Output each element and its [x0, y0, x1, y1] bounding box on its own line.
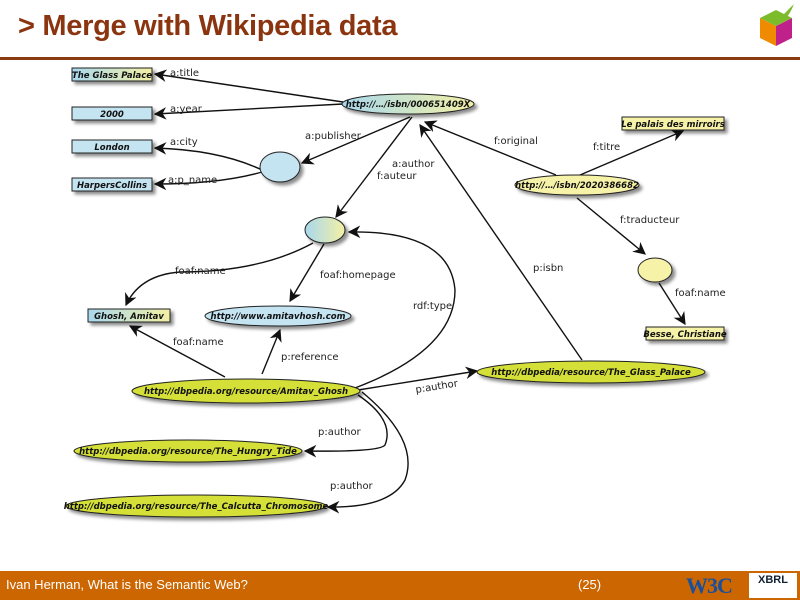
edge-label: a:publisher [305, 131, 362, 142]
literal-london: London [71, 139, 153, 154]
edge-label: f:titre [593, 142, 620, 153]
edge-title [153, 69, 344, 103]
edge-titre [579, 129, 685, 176]
edge-foaf-name-2 [128, 325, 226, 378]
edge-label: a:city [170, 137, 198, 148]
footer-author-title: Ivan Herman, What is the Semantic Web? [6, 577, 248, 592]
svg-text:Besse, Christiane: Besse, Christiane [643, 330, 727, 340]
resource-homepage: http://www.amitavhosh.com [204, 305, 352, 327]
svg-text:Le palais des mirroirs: Le palais des mirroirs [621, 120, 725, 130]
svg-text:HarpersCollins: HarpersCollins [77, 181, 147, 191]
edge-label: a:p_name [168, 175, 217, 186]
edge-label: f:auteur [377, 171, 417, 182]
svg-text:http://dbpedia/resource/The_Gl: http://dbpedia/resource/The_Glass_Palace [491, 368, 691, 378]
xbrl-logo: XBRL [749, 573, 797, 598]
svg-text:http://…/isbn/2020386682: http://…/isbn/2020386682 [515, 181, 639, 191]
literal-year: 2000 [71, 106, 153, 121]
edge-labels: a:title a:year a:city a:p_name a:publish… [168, 68, 726, 492]
svg-text:2000: 2000 [100, 110, 124, 120]
blank-node-translator [637, 257, 673, 283]
resource-isbn-fr: http://…/isbn/2020386682 [514, 174, 640, 196]
title-divider [0, 57, 800, 60]
edge-p-author-1 [357, 366, 479, 391]
edge-label: p:author [415, 378, 460, 396]
resource-dbpedia-glass-palace: http://dbpedia/resource/The_Glass_Palace [476, 360, 706, 384]
svg-text:The Glass Palace: The Glass Palace [72, 71, 152, 81]
edge-isbn [419, 123, 583, 361]
literal-besse: Besse, Christiane [643, 326, 727, 341]
edge-reference [261, 328, 282, 375]
edge-p-author-3 [326, 391, 409, 514]
page-number: (25) [578, 577, 602, 592]
edge-label: p:reference [281, 352, 338, 363]
blank-node-author [304, 216, 346, 244]
edge-foaf-name-1 [125, 242, 314, 307]
edge-label: a:year [170, 104, 203, 115]
edge-author [335, 116, 413, 219]
edge-label: p:author [318, 427, 362, 438]
rdf-graph-diagram: a:title a:year a:city a:p_name a:publish… [64, 67, 727, 518]
edge-city [153, 142, 263, 171]
edge-label: f:traducteur [620, 215, 680, 226]
resource-dbpedia-ghosh: http://dbpedia.org/resource/Amitav_Ghosh [131, 378, 361, 404]
literal-glass-palace: The Glass Palace [71, 67, 153, 82]
edge-label: foaf:name [675, 288, 726, 299]
edge-label: f:original [494, 136, 538, 147]
edge-year [153, 103, 344, 120]
svg-text:http://dbpedia.org/resource/Th: http://dbpedia.org/resource/The_Calcutta… [64, 502, 329, 512]
literal-harpers: HarpersCollins [71, 177, 153, 192]
svg-text:Ghosh, Amitav: Ghosh, Amitav [94, 312, 164, 322]
svg-text:http://dbpedia.org/resource/Th: http://dbpedia.org/resource/The_Hungry_T… [79, 447, 297, 457]
resource-dbpedia-hungry-tide: http://dbpedia.org/resource/The_Hungry_T… [73, 439, 303, 463]
literal-palais: Le palais des mirroirs [621, 116, 725, 131]
edge-label: foaf:name [175, 266, 226, 277]
edge-foaf-name-fr [658, 282, 686, 326]
edge-original [423, 120, 557, 176]
edge-rdf-type [347, 225, 456, 389]
edges [125, 69, 686, 514]
slide-footer: Ivan Herman, What is the Semantic Web? (… [0, 571, 800, 600]
resource-isbn-en: http://…/isbn/000651409X [341, 93, 475, 115]
slide-title: > Merge with Wikipedia data [18, 10, 398, 42]
edge-label: p:author [330, 481, 374, 492]
svg-text:http://dbpedia.org/resource/Am: http://dbpedia.org/resource/Amitav_Ghosh [144, 387, 348, 397]
svg-text:http://www.amitavhosh.com: http://www.amitavhosh.com [211, 312, 346, 322]
w3c-logo: W3C [686, 573, 733, 598]
edge-traducteur [576, 197, 646, 255]
edge-publisher [300, 116, 411, 165]
edge-p-name [153, 171, 263, 191]
literal-ghosh: Ghosh, Amitav [87, 308, 171, 323]
edge-label: p:isbn [533, 263, 563, 274]
svg-text:London: London [94, 143, 129, 153]
resource-dbpedia-calcutta: http://dbpedia.org/resource/The_Calcutta… [64, 494, 329, 518]
edge-p-author-2 [303, 394, 388, 458]
edge-label: a:title [170, 68, 199, 79]
edge-foaf-homepage [289, 243, 325, 303]
edge-label: rdf:type [413, 301, 452, 312]
edge-label: foaf:homepage [320, 270, 396, 281]
svg-text:http://…/isbn/000651409X: http://…/isbn/000651409X [346, 100, 471, 110]
semantic-web-cube-logo [760, 4, 794, 46]
edge-label: a:author [392, 159, 435, 170]
edge-label: foaf:name [173, 337, 224, 348]
blank-node-publisher [259, 151, 301, 183]
